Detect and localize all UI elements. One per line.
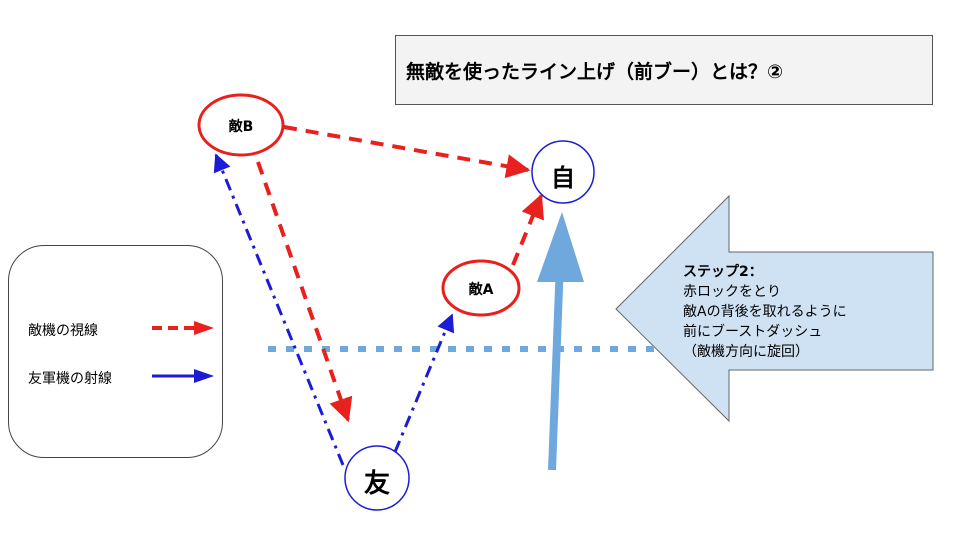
legend-enemy-sight-label: 敵機の視線 — [28, 323, 98, 339]
sight-line-b-to-self — [283, 125, 531, 179]
legend-enemy-sight-swatch — [152, 321, 214, 335]
fire-line-ally-to-b — [213, 153, 345, 466]
callout-line-5: （敵機方向に旋回） — [683, 344, 809, 360]
title-box: 無敵を使ったライン上げ（前ブー）とは？② — [395, 35, 933, 105]
sight-line-b-to-ally — [256, 161, 353, 423]
self-advance-arrow-head — [537, 212, 584, 282]
node-self-label: 自 — [551, 164, 575, 192]
legend-ally-fire-swatch — [152, 369, 214, 383]
page-title: 無敵を使ったライン上げ（前ブー）とは？② — [406, 60, 784, 83]
node-enemy-b-label: 敵B — [228, 119, 254, 135]
node-enemy-a — [441, 259, 521, 317]
callout-line-3: 敵Aの背後を取れるように — [683, 304, 847, 320]
fire-line-ally-to-a — [393, 313, 455, 453]
callout-arrow-shape — [615, 194, 934, 423]
node-enemy-b — [197, 93, 285, 157]
node-self — [531, 140, 595, 204]
callout-line-4: 前にブーストダッシュ — [683, 324, 823, 340]
node-ally-label: 友 — [363, 469, 390, 499]
legend-ally-fire-label: 友軍機の射線 — [28, 371, 112, 387]
callout-line-2: 赤ロックをとり — [683, 284, 781, 300]
self-advance-arrow-shaft — [548, 261, 564, 471]
node-ally — [344, 445, 410, 511]
node-enemy-a-label: 敵A — [468, 282, 494, 298]
sight-line-a-to-self — [511, 193, 544, 266]
legend-box — [8, 245, 223, 458]
callout-text: ステップ2： 赤ロックをとり 敵Aの背後を取れるように 前にブーストダッシュ （… — [683, 262, 847, 362]
callout-step: ステップ2： — [683, 264, 763, 280]
